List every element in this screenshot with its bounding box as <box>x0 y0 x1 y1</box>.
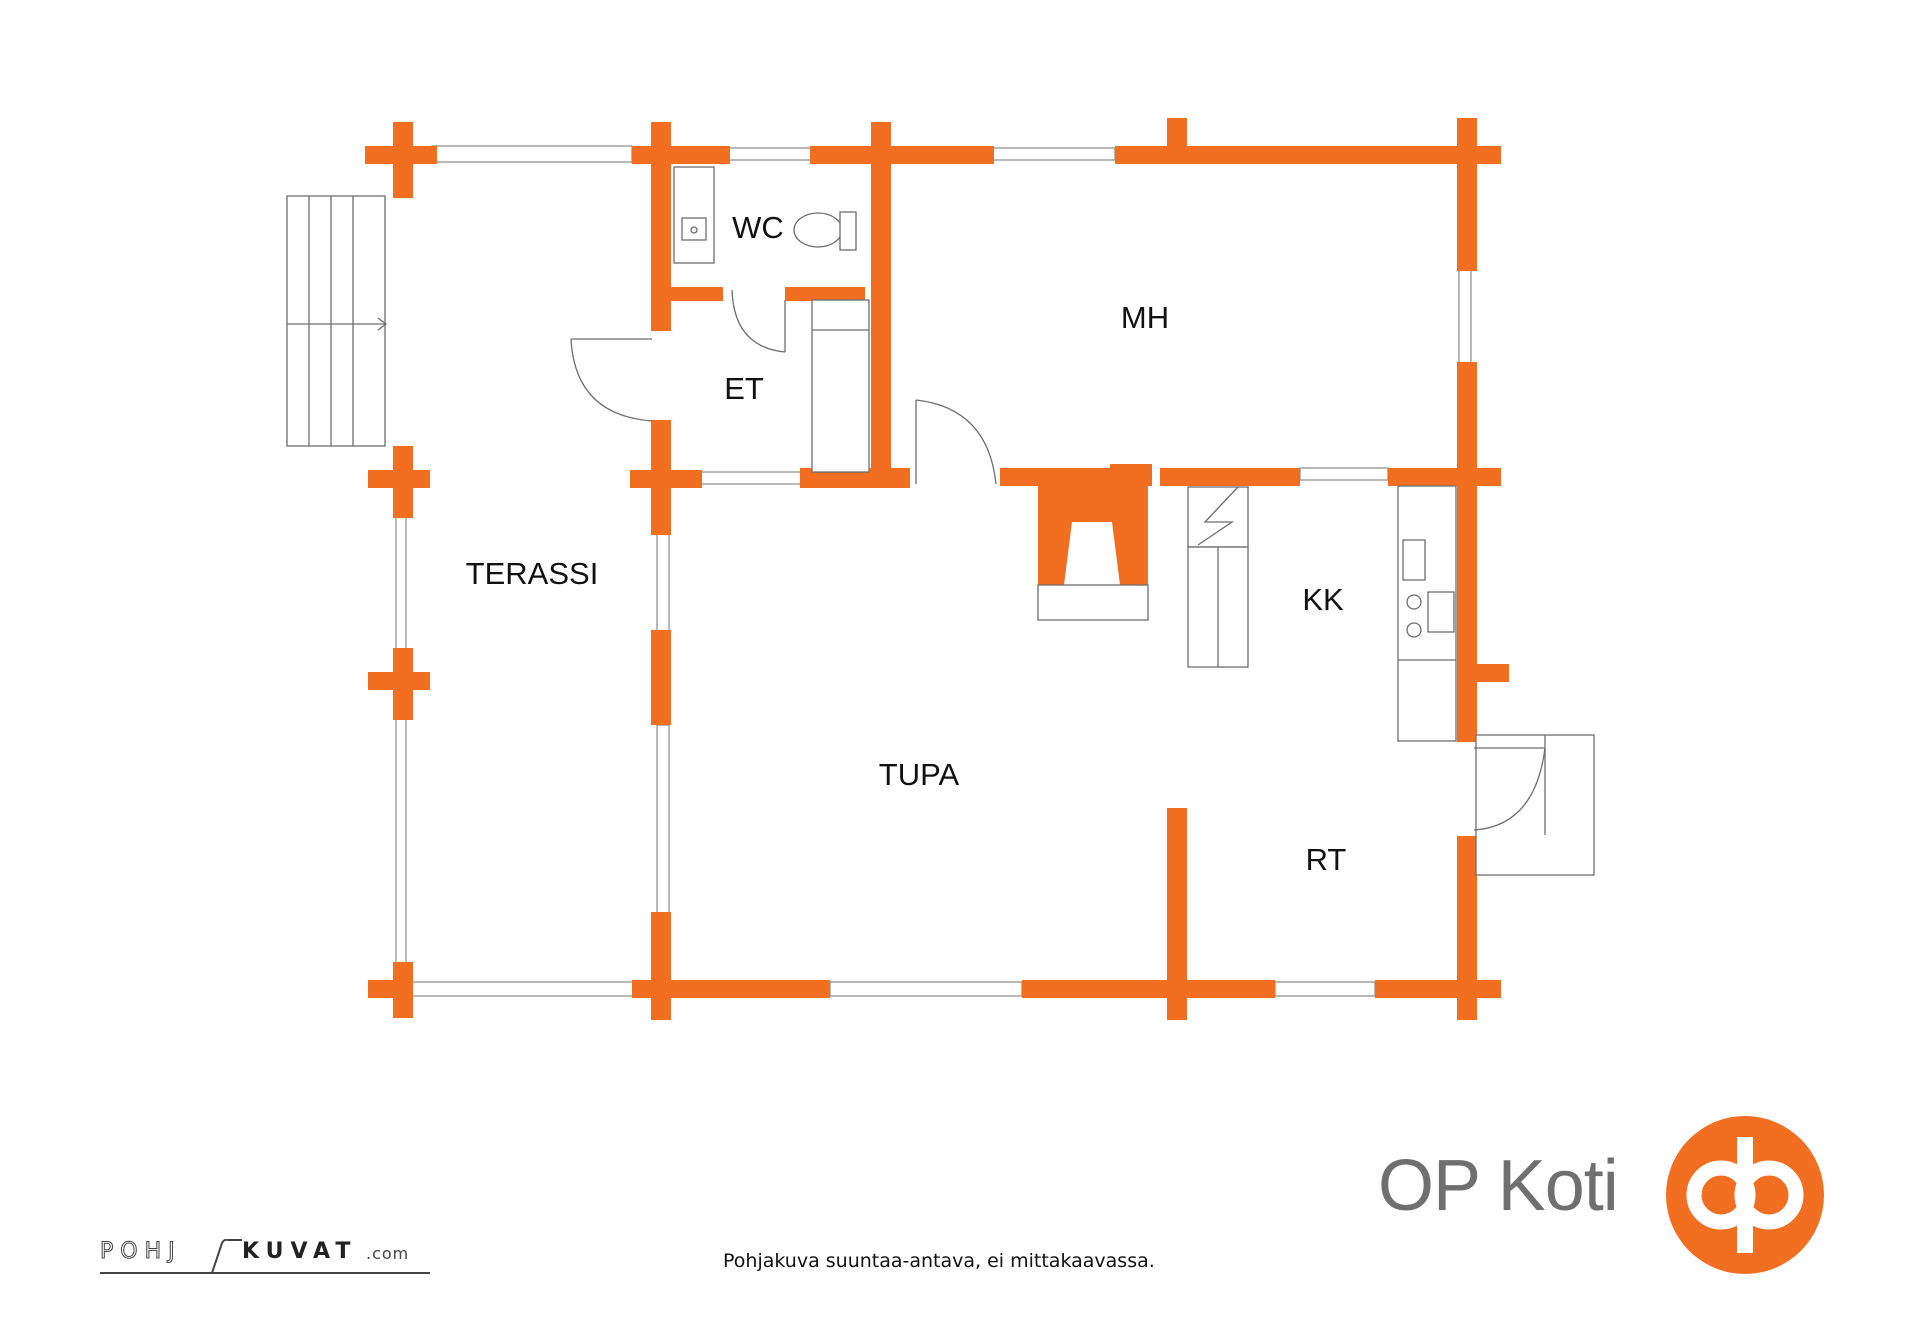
room-label-terassi: TERASSI <box>466 556 599 591</box>
pohjakuvat-logo: POHJ KUVAT .com <box>100 1239 430 1279</box>
fixtures <box>570 166 1595 876</box>
pohjakuvat-logo-domain: .com <box>366 1244 410 1263</box>
disclaimer-caption: Pohjakuva suuntaa-antava, ei mittakaavas… <box>723 1250 1155 1272</box>
room-label-tupa: TUPA <box>879 757 960 792</box>
op-logo-icon <box>1666 1116 1824 1274</box>
room-label-rt: RT <box>1306 842 1347 877</box>
room-label-et: ET <box>724 371 764 406</box>
windows <box>656 147 1472 997</box>
pohjakuvat-logo-left: POHJ <box>100 1239 182 1265</box>
pohjakuvat-underline <box>100 1272 430 1274</box>
walls <box>365 118 1509 1020</box>
room-label-wc: WC <box>732 210 784 245</box>
room-label-mh: MH <box>1121 300 1169 335</box>
entrance-stairs <box>286 195 388 447</box>
op-koti-wordmark: OP Koti <box>1378 1146 1619 1226</box>
pohjakuvat-a-icon <box>211 1239 242 1274</box>
pohjakuvat-logo-mid: KUVAT <box>242 1239 358 1264</box>
room-label-kk: KK <box>1302 582 1344 617</box>
